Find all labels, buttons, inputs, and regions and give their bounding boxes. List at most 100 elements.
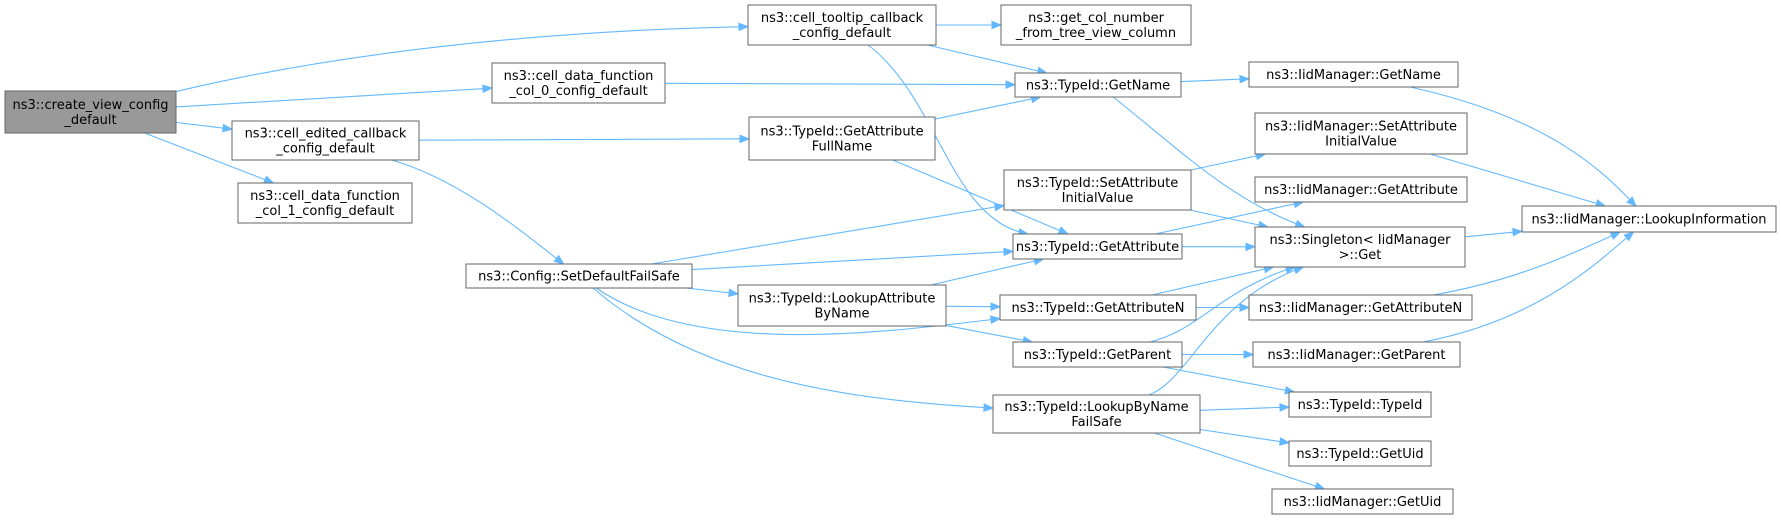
- edge-line: [1154, 432, 1325, 490]
- node-label-line: ns3::TypeId::LookupAttribute: [749, 292, 936, 307]
- edge-line: [945, 324, 1033, 343]
- edge-create_view-to-tooltip_cb: [175, 22, 750, 93]
- edge-arrowhead: [1057, 226, 1070, 235]
- node-box: [1248, 61, 1459, 88]
- edge-line: [1422, 231, 1634, 343]
- edge-line: [1149, 266, 1296, 343]
- edge-arrowhead: [1278, 437, 1291, 446]
- edge-config_setdefault-to-typeid_lookupattr: [685, 287, 740, 298]
- node-label-line: FullName: [812, 140, 873, 155]
- edge-arrowhead: [222, 123, 234, 133]
- node-box: [999, 294, 1197, 321]
- edge-typeid_lookupattr-to-typeid_getattribute: [930, 256, 1045, 286]
- edge-singleton_get-to-iid_lookupinfo: [1464, 227, 1524, 238]
- node-label-line: _default: [63, 113, 116, 128]
- edge-arrowhead: [553, 254, 565, 265]
- edge-arrowhead: [1292, 266, 1305, 275]
- edge-line: [175, 87, 493, 108]
- edge-line: [930, 258, 1044, 286]
- edge-arrowhead: [993, 202, 1006, 212]
- node-box: [491, 62, 666, 104]
- node-data-fn1[interactable]: ns3::cell_data_function_col_1_config_def…: [237, 182, 413, 224]
- node-tooltip-cb[interactable]: ns3::cell_tooltip_callback_config_defaul…: [747, 4, 937, 46]
- node-box: [4, 90, 177, 134]
- node-singleton-get[interactable]: ns3::Singleton< IidManager>::Get: [1254, 226, 1466, 268]
- edge-arrowhead: [1623, 231, 1635, 242]
- edge-arrowhead: [1243, 350, 1255, 359]
- edge-arrowhead: [990, 315, 1002, 325]
- node-typeid-typeid[interactable]: ns3::TypeId::TypeId: [1288, 391, 1432, 418]
- node-box: [1000, 4, 1192, 46]
- edge-arrowhead: [1239, 303, 1251, 312]
- edge-line: [175, 26, 749, 93]
- edge-line: [1152, 266, 1274, 296]
- edge-config_setdefault-to-typeid_getattributen: [595, 287, 1002, 336]
- node-label-line: ns3::IidManager::GetName: [1266, 68, 1441, 83]
- node-label-line: ns3::cell_data_function: [504, 69, 654, 84]
- node-create-view[interactable]: ns3::create_view_config_default: [4, 90, 177, 134]
- node-data-fn0[interactable]: ns3::cell_data_function_col_0_config_def…: [491, 62, 666, 104]
- edge-typeid_getattributen-to-singleton_get: [1152, 264, 1275, 296]
- edge-typeid_getname-to-iid_getname: [1180, 74, 1251, 84]
- node-box: [1003, 169, 1192, 211]
- node-iid-getparent[interactable]: ns3::IidManager::GetParent: [1252, 341, 1461, 368]
- edge-config_setdefault-to-typeid_lookupbyname: [592, 287, 995, 412]
- edge-arrowhead: [1003, 247, 1015, 257]
- node-box: [1248, 294, 1473, 321]
- node-iid-getattribute[interactable]: ns3::IidManager::GetAttribute: [1254, 176, 1468, 203]
- node-label-line: _col_0_config_default: [508, 84, 648, 99]
- edge-typeid_setattrinit-to-iid_setattrinit: [1190, 151, 1267, 171]
- edge-arrowhead: [1245, 242, 1257, 252]
- edge-line: [664, 82, 1016, 86]
- node-label-line: ns3::IidManager::GetParent: [1267, 348, 1445, 363]
- node-iid-lookupinfo[interactable]: ns3::IidManager::LookupInformation: [1521, 205, 1777, 233]
- node-label-line: ByName: [815, 307, 870, 322]
- edge-line: [867, 44, 1029, 235]
- edge-typeid_getparent-to-iid_getparent: [1182, 350, 1255, 359]
- node-typeid-getattribute[interactable]: ns3::TypeId::GetAttribute: [1012, 233, 1183, 260]
- node-box: [1014, 72, 1182, 98]
- node-label-line: ns3::IidManager::GetAttributeN: [1259, 301, 1463, 316]
- edge-typeid_lookupbyname-to-typeid_typeid: [1199, 403, 1291, 412]
- edge-arrowhead: [1239, 74, 1251, 84]
- node-label-line: ns3::TypeId::SetAttribute: [1017, 176, 1179, 191]
- edge-typeid_lookupattr-to-typeid_getparent: [945, 324, 1034, 345]
- node-iid-getattributen[interactable]: ns3::IidManager::GetAttributeN: [1248, 294, 1473, 321]
- edge-arrowhead: [1512, 227, 1524, 237]
- node-typeid-getname[interactable]: ns3::TypeId::GetName: [1014, 72, 1182, 98]
- node-label-line: ns3::IidManager::LookupInformation: [1531, 213, 1766, 228]
- node-get-col-number[interactable]: ns3::get_col_number_from_tree_view_colum…: [1000, 4, 1192, 46]
- edge-line: [1180, 78, 1250, 83]
- edge-line: [391, 159, 564, 265]
- node-typeid-getparent[interactable]: ns3::TypeId::GetParent: [1012, 341, 1183, 368]
- node-label-line: ns3::TypeId::GetAttribute: [1016, 240, 1179, 255]
- edge-arrowhead: [990, 302, 1002, 311]
- node-label-line: ns3::cell_edited_callback: [245, 127, 407, 142]
- node-typeid-getuid[interactable]: ns3::TypeId::GetUid: [1288, 440, 1432, 467]
- node-iid-getuid[interactable]: ns3::IidManager::GetUid: [1271, 488, 1454, 515]
- node-box: [1254, 176, 1468, 203]
- node-box: [237, 182, 413, 224]
- edge-line: [1199, 406, 1290, 411]
- node-box: [465, 263, 693, 289]
- node-typeid-getattributen[interactable]: ns3::TypeId::GetAttributeN: [999, 294, 1197, 321]
- edge-typeid_getattributen-to-iid_getattributen: [1196, 303, 1251, 312]
- node-box: [1254, 112, 1468, 155]
- edge-create_view-to-data_fn0: [175, 84, 494, 108]
- edge-config_setdefault-to-typeid_getattribute: [691, 247, 1015, 271]
- node-iid-getname[interactable]: ns3::IidManager::GetName: [1248, 61, 1459, 88]
- edge-line: [1410, 86, 1637, 207]
- node-config-setdefault[interactable]: ns3::Config::SetDefaultFailSafe: [465, 263, 693, 289]
- edge-typeid_getparent-to-typeid_typeid: [1163, 366, 1296, 395]
- edge-arrowhead: [983, 403, 995, 412]
- node-box: [748, 116, 936, 161]
- node-box: [1271, 488, 1454, 515]
- node-iid-setattrinit[interactable]: ns3::IidManager::SetAttributeInitialValu…: [1254, 112, 1468, 155]
- edge-arrowhead: [739, 134, 751, 144]
- node-edited-cb[interactable]: ns3::cell_edited_callback_config_default: [231, 120, 420, 161]
- edge-line: [691, 250, 1014, 271]
